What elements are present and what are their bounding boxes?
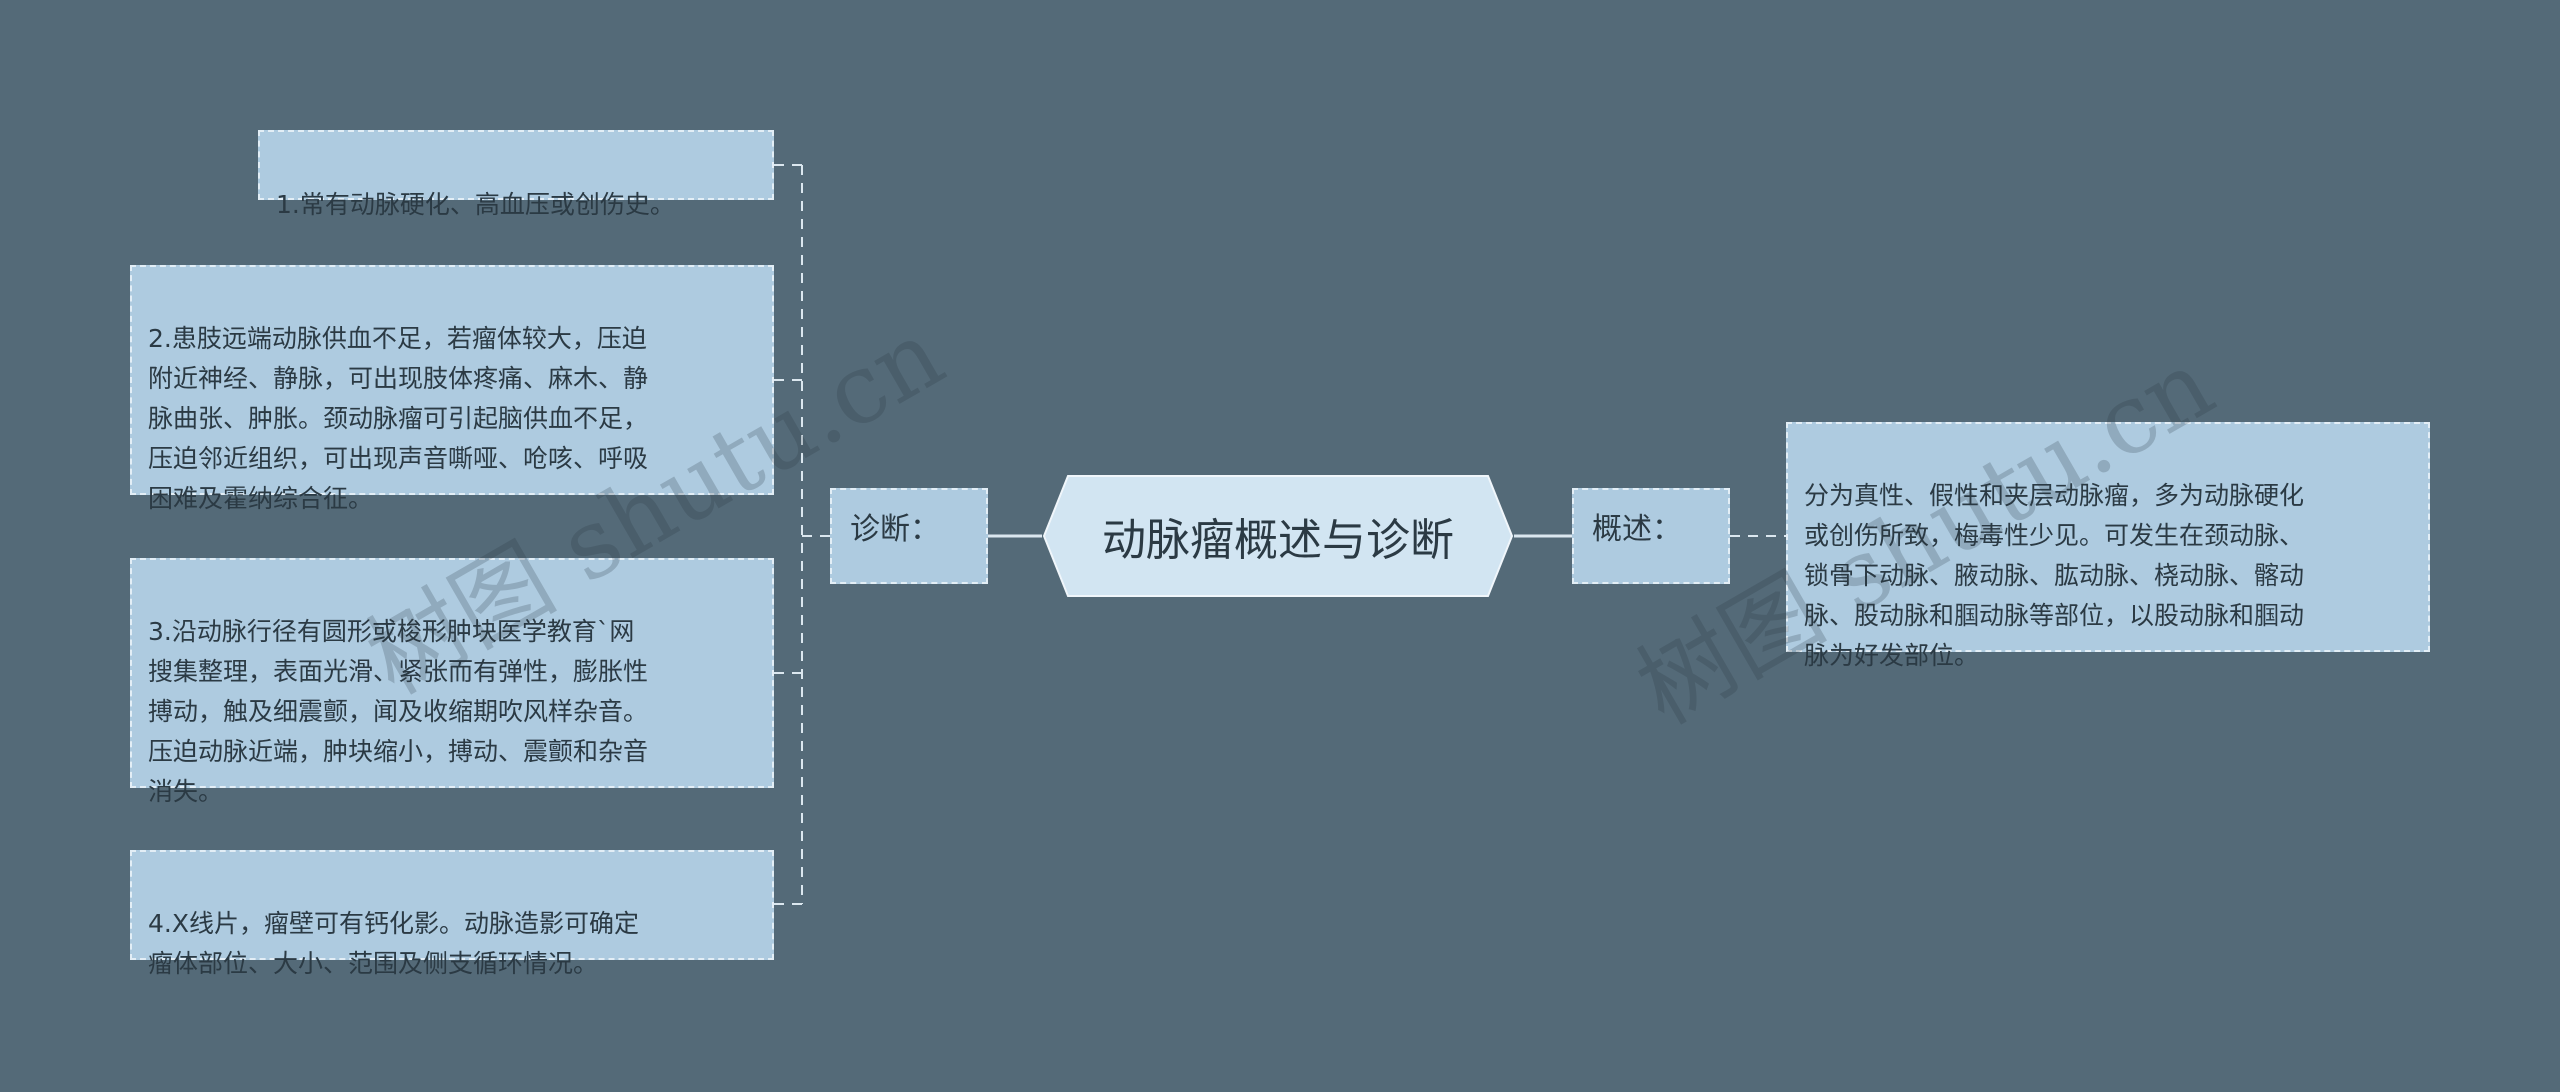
- overview-item-1-text: 分为真性、假性和夹层动脉瘤，多为动脉硬化 或创伤所致，梅毒性少见。可发生在颈动脉…: [1804, 481, 2305, 670]
- diagnosis-item-3[interactable]: 3.沿动脉行径有圆形或梭形肿块医学教育`网 搜集整理，表面光滑、紧张而有弹性，膨…: [130, 558, 774, 806]
- diagnosis-item-1-text: 1.常有动脉硬化、高血压或创伤史。: [276, 190, 675, 219]
- diagnosis-item-3-text: 3.沿动脉行径有圆形或梭形肿块医学教育`网 搜集整理，表面光滑、紧张而有弹性，膨…: [148, 617, 649, 806]
- root-node-shape: [1042, 475, 1514, 597]
- overview-item-1[interactable]: 分为真性、假性和夹层动脉瘤，多为动脉硬化 或创伤所致，梅毒性少见。可发生在颈动脉…: [1786, 422, 2430, 670]
- root-node[interactable]: 动脉瘤概述与诊断: [1042, 474, 1514, 598]
- branch-diagnosis-label: 诊断：: [850, 512, 940, 547]
- diagnosis-item-1[interactable]: 1.常有动脉硬化、高血压或创伤史。: [258, 130, 774, 219]
- branch-node-overview[interactable]: 概述：: [1572, 488, 1730, 584]
- diagnosis-item-2[interactable]: 2.患肢远端动脉供血不足，若瘤体较大，压迫 附近神经、静脉，可出现肢体疼痛、麻木…: [130, 265, 774, 513]
- root-node-label: 动脉瘤概述与诊断: [1102, 515, 1454, 566]
- diagnosis-item-2-text: 2.患肢远端动脉供血不足，若瘤体较大，压迫 附近神经、静脉，可出现肢体疼痛、麻木…: [148, 324, 649, 513]
- diagnosis-item-4[interactable]: 4.X线片，瘤壁可有钙化影。动脉造影可确定 瘤体部位、大小、范围及侧支循环情况。: [130, 850, 774, 978]
- diagnosis-item-4-text: 4.X线片，瘤壁可有钙化影。动脉造影可确定 瘤体部位、大小、范围及侧支循环情况。: [148, 909, 639, 978]
- branch-overview-label: 概述：: [1592, 512, 1682, 547]
- branch-node-diagnosis[interactable]: 诊断：: [830, 488, 988, 584]
